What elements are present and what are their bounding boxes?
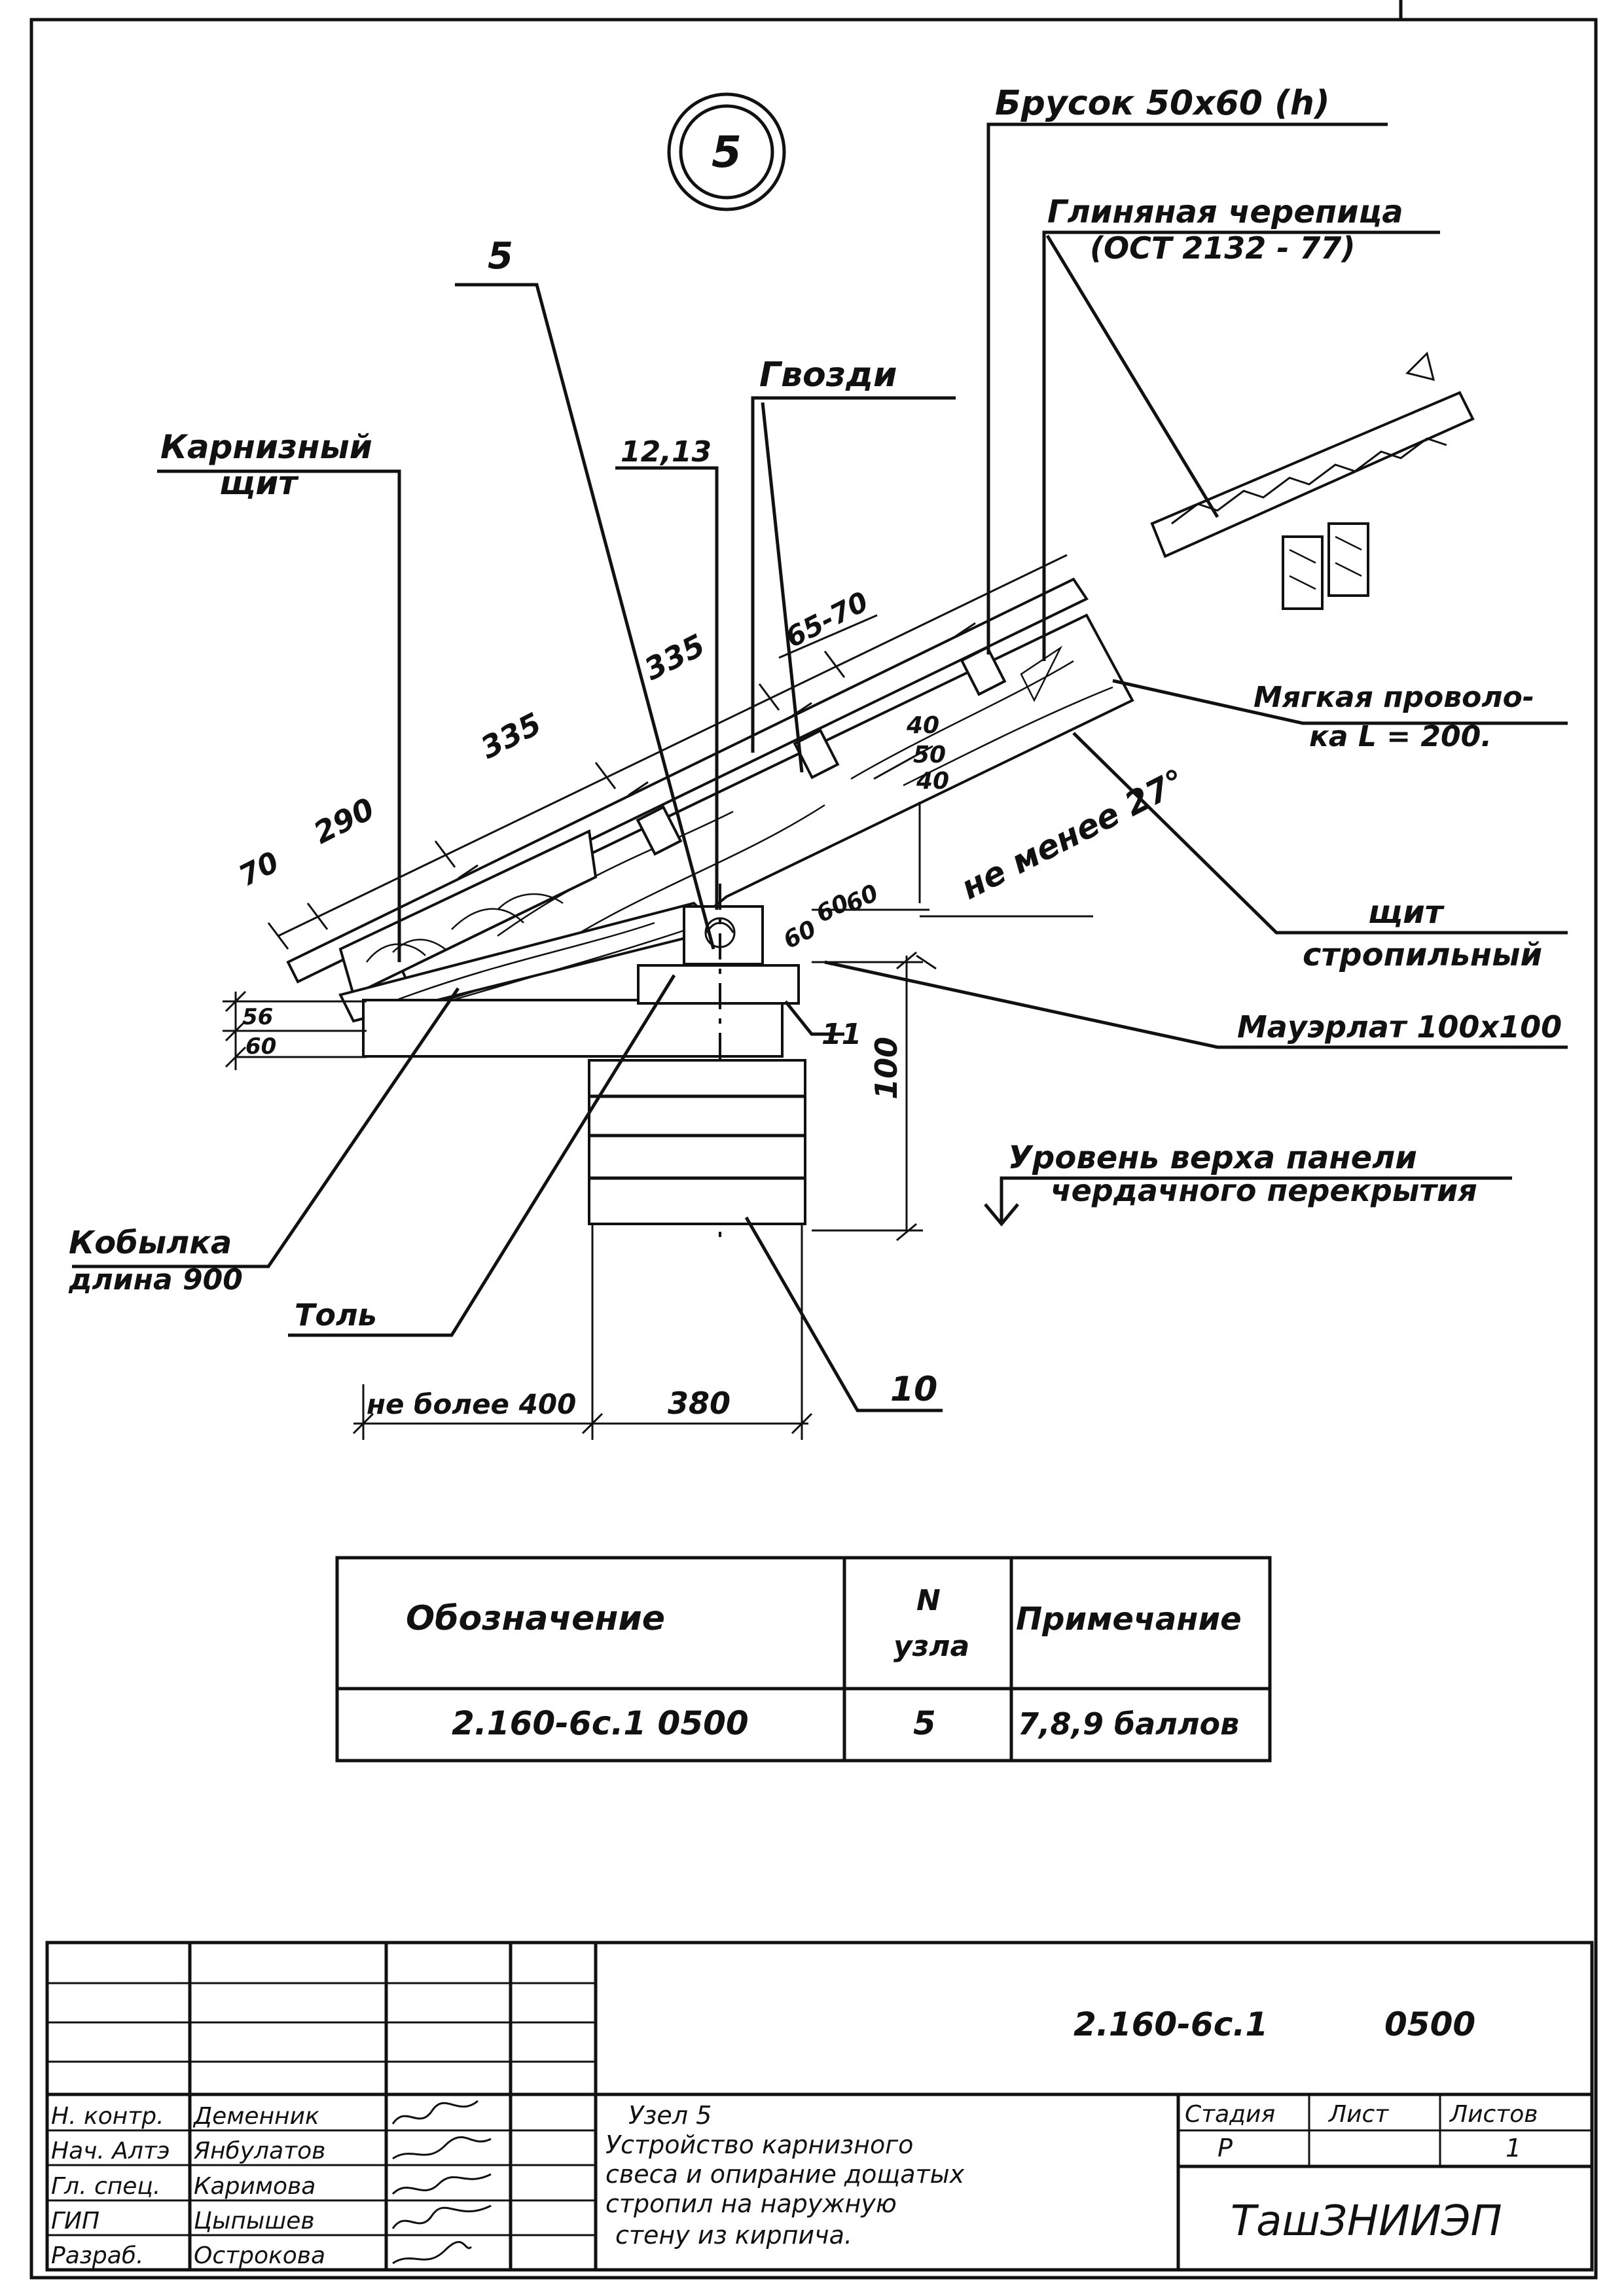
title-line-4: стропил на наружную (605, 2189, 897, 2218)
name-5: Острокова (194, 2242, 325, 2269)
label-pos11: 11 (821, 1018, 861, 1051)
title-line-1: Узел 5 (628, 2101, 712, 2130)
tile-detail-inset (1150, 351, 1475, 610)
stage-header: Стадия (1185, 2101, 1275, 2128)
table-header-node-uzla: узла (893, 1630, 969, 1663)
label-shchit-2: стропильный (1303, 937, 1542, 973)
label-pos5: 5 (488, 235, 513, 278)
label-tol: Толь (295, 1297, 377, 1333)
role-n-kontr: Н. контр. (51, 2103, 164, 2130)
name-2: Янбулатов (193, 2138, 325, 2164)
name-3: Каримова (194, 2173, 316, 2200)
dim-290: 290 (308, 791, 380, 851)
dim-335a: 335 (475, 706, 547, 766)
wall-plate (637, 964, 800, 1005)
label-pos10: 10 (890, 1370, 937, 1409)
dimension-lines (223, 554, 1093, 1440)
sheet-header: Лист (1327, 2101, 1389, 2128)
roof-assembly (286, 577, 1134, 1237)
dim-ne-bolee: не более 400 (367, 1388, 576, 1420)
table-header-note: Примечание (1016, 1601, 1242, 1638)
role-gl-spec: Гл. спец. (51, 2173, 160, 2200)
table-cell-designation: 2.160-6с.1 0500 (452, 1704, 749, 1742)
label-karniz-2: щит (219, 464, 299, 502)
mauerlat (683, 905, 764, 965)
label-mauerlat: Мауэрлат 100x100 (1237, 1009, 1562, 1045)
signature (391, 2100, 492, 2265)
table-header-node-n: N (916, 1584, 941, 1617)
label-cherepitsa-2: (ОСТ 2132 - 77) (1090, 230, 1355, 266)
role-gip: ГИП (51, 2208, 99, 2234)
dim-65-70: 65-70 (780, 585, 873, 654)
label-kobylka-1: Кобылка (69, 1225, 232, 1261)
label-cherepitsa-1: Глиняная черепица (1047, 194, 1403, 230)
label-ne-menee: не менее 27° (955, 762, 1191, 907)
label-uroven-2: чердачного перекрытия (1051, 1173, 1477, 1208)
doc-number: 0500 (1384, 2005, 1475, 2043)
dim-335b: 335 (638, 627, 710, 687)
title-block: 2.160-6с.1 0500 Н. контр. Нач. Алтэ Гл. … (45, 1941, 1594, 2272)
label-uroven-1: Уровень верха панели (1008, 1139, 1417, 1176)
label-provoloka-1: Мягкая проволо- (1254, 681, 1534, 714)
eave-bottom-plate (362, 999, 784, 1058)
table-cell-node: 5 (913, 1704, 936, 1742)
dim-100: 100 (869, 1037, 904, 1100)
batten (793, 728, 840, 780)
dim-56: 56 (242, 1004, 273, 1030)
dim-60a: 60 (779, 916, 820, 954)
dim-50: 50 (913, 742, 946, 768)
node-number: 5 (712, 127, 742, 177)
label-brusok: Брусок 50x60 (h) (995, 84, 1330, 123)
batten (636, 805, 683, 856)
table-cell-note: 7,8,9 баллов (1018, 1706, 1239, 1742)
label-provoloka-2: ка L = 200. (1309, 720, 1492, 753)
brick-wall (588, 1059, 806, 1225)
table-header-designation: Обозначение (406, 1599, 665, 1638)
title-line-2: Устройство карнизного (605, 2130, 913, 2159)
sheet-frame (29, 18, 1598, 2280)
title-line-5: стену из кирпича. (615, 2221, 852, 2250)
name-1: Деменник (192, 2103, 319, 2130)
title-line-3: свеса и опирание дощатых (605, 2160, 965, 2189)
eave-panel (338, 829, 598, 997)
label-kobylka-2: длина 900 (68, 1263, 243, 1297)
sheets-value: 1 (1506, 2134, 1521, 2162)
role-nach: Нач. Алтэ (51, 2138, 170, 2164)
organization: ТашЗНИИЭП (1231, 2197, 1502, 2246)
doc-code: 2.160-6с.1 (1074, 2005, 1268, 2043)
stage-value: Р (1218, 2134, 1233, 2162)
dim-70: 70 (234, 846, 285, 893)
spec-table: Обозначение N узла Примечание 2.160-6с.1… (335, 1556, 1272, 1763)
label-karniz-1: Карнизный (160, 428, 372, 466)
dim-60: 60 (245, 1033, 276, 1060)
name-4: Цыпышев (194, 2208, 315, 2234)
label-shchit-1: щит (1368, 894, 1445, 931)
dim-40b: 40 (916, 768, 949, 795)
label-pos-12-13: 12,13 (621, 435, 712, 469)
batten (960, 645, 1007, 696)
role-razrab: Разраб. (51, 2242, 143, 2269)
dim-40a: 40 (906, 712, 939, 739)
dim-380: 380 (668, 1386, 731, 1421)
sheets-header: Листов (1449, 2101, 1538, 2128)
node-marker: 5 (667, 92, 786, 211)
label-gvozdi: Гвозди (759, 355, 897, 395)
leader-lines (72, 122, 1568, 1412)
